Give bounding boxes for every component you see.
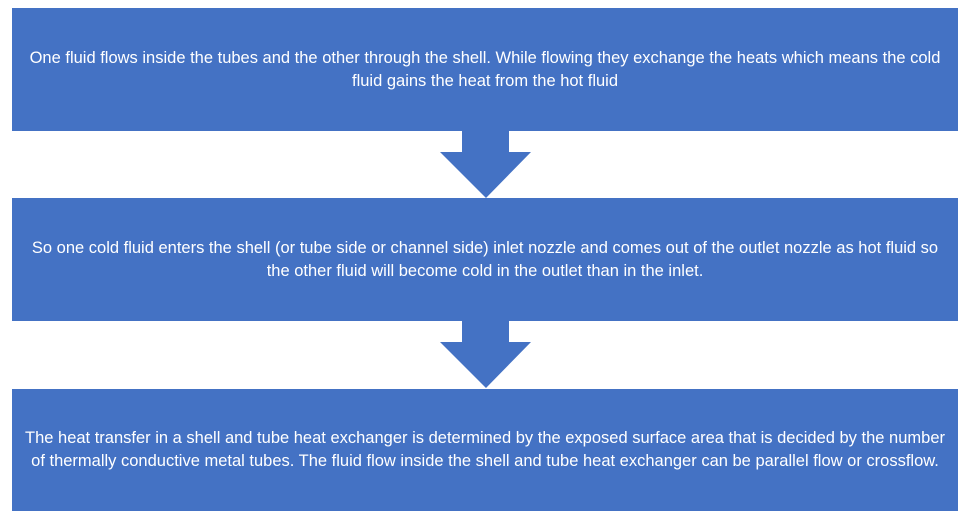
step-1-box: One fluid flows inside the tubes and the…	[12, 8, 958, 131]
down-arrow-icon	[440, 130, 531, 198]
step-2-box: So one cold fluid enters the shell (or t…	[12, 198, 958, 321]
down-arrow-icon	[440, 320, 531, 388]
step-3-box: The heat transfer in a shell and tube he…	[12, 389, 958, 511]
step-3-text: The heat transfer in a shell and tube he…	[25, 429, 945, 470]
step-1-text: One fluid flows inside the tubes and the…	[29, 48, 941, 90]
step-2-text: So one cold fluid enters the shell (or t…	[31, 238, 939, 280]
